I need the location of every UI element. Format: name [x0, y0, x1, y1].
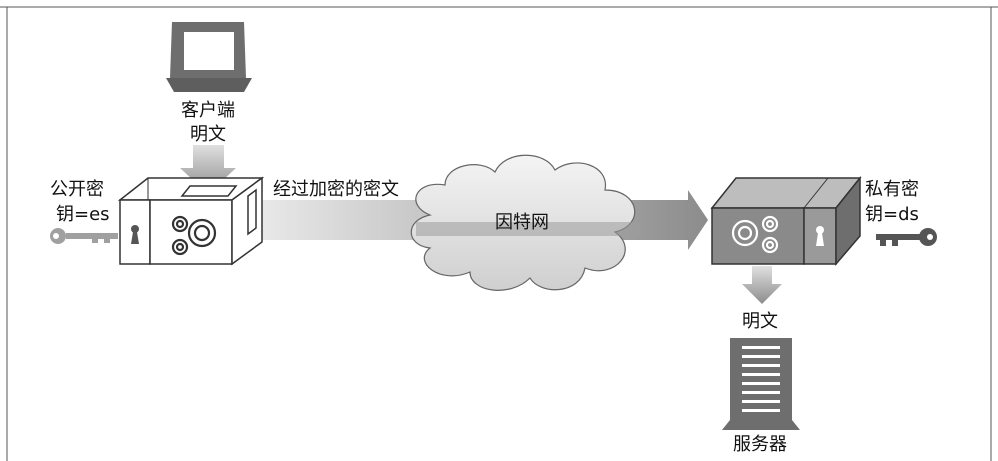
- public-key-label-line1: 公开密: [50, 179, 104, 200]
- plaintext-input-arrow: [180, 145, 236, 194]
- decryption-box: [710, 175, 862, 267]
- internet-cloud-icon: [410, 154, 640, 291]
- server-plaintext-label: 明文: [742, 311, 778, 332]
- server-icon: [722, 338, 800, 430]
- client-monitor-icon: [166, 22, 252, 92]
- encryption-gears-icon: [171, 215, 217, 256]
- client-label: 客户端: [181, 100, 235, 121]
- private-key-icon: [876, 228, 937, 246]
- private-key-label-line2: 钥=ds: [865, 204, 919, 225]
- plaintext-output-arrow: [742, 266, 782, 304]
- public-key-icon: [50, 228, 118, 244]
- encryption-keyhole-icon: [131, 225, 139, 244]
- internet-label: 因特网: [495, 212, 549, 233]
- encryption-box: [117, 176, 265, 266]
- decryption-keyhole-icon: [816, 226, 824, 246]
- client-plaintext-label: 明文: [190, 124, 226, 145]
- private-key-label-line1: 私有密: [865, 179, 919, 200]
- decryption-gears-icon: [731, 215, 779, 254]
- ciphertext-label: 经过加密的密文: [273, 179, 399, 200]
- server-label: 服务器: [733, 434, 787, 455]
- public-key-label-line2: 钥=es: [56, 204, 110, 225]
